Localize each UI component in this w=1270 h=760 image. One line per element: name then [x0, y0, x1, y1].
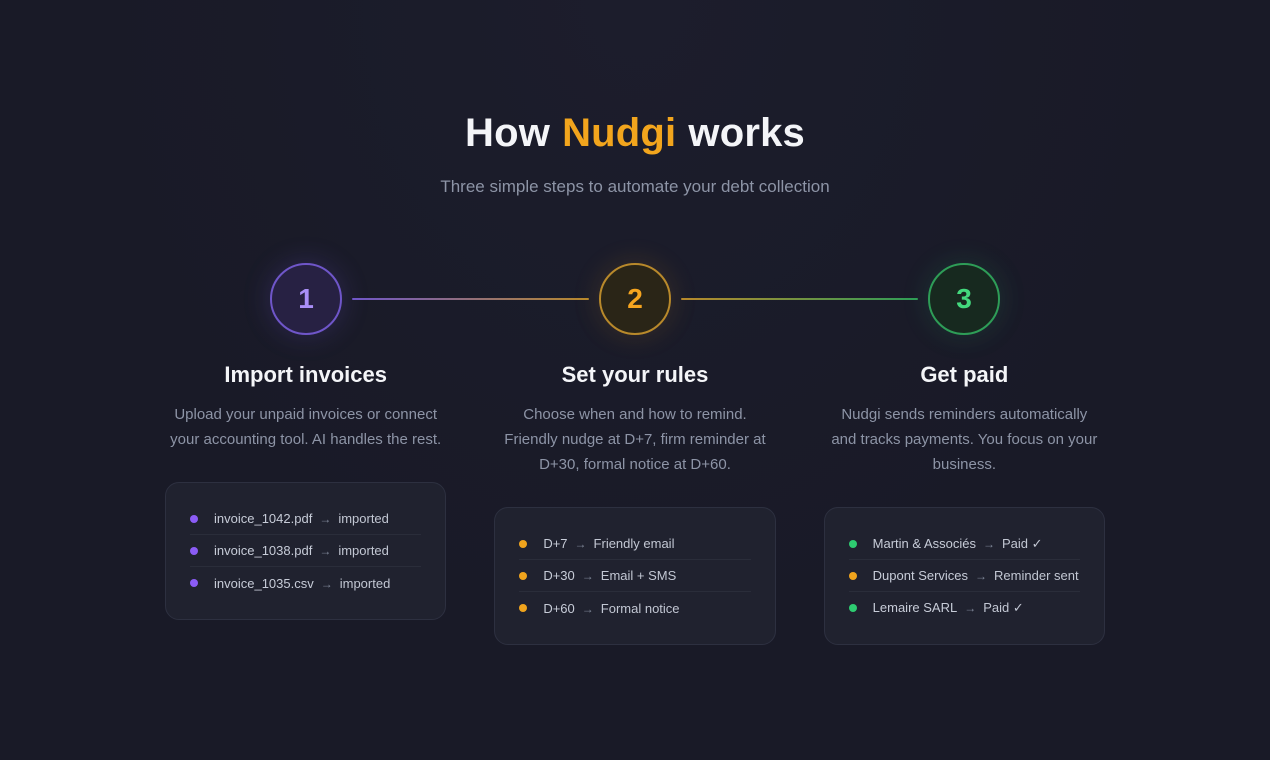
- item-status: Paid ✓: [1001, 535, 1043, 551]
- bullet-dot: [848, 539, 857, 548]
- item-name: D+60: [543, 600, 575, 616]
- step-2-card: D+7 → Friendly email D+30 → Email + SMS: [494, 507, 776, 645]
- list-item: Martin & Associés → Paid ✓: [848, 528, 1080, 560]
- bullet-dot: [519, 539, 528, 548]
- item-status: Formal notice: [600, 600, 680, 616]
- how-it-works-section: How Nudgi works Three simple steps to au…: [0, 110, 1270, 645]
- list-item: Lemaire SARL → Paid ✓: [848, 592, 1080, 624]
- step-2-title: Set your rules: [561, 362, 709, 387]
- item-name: D+7: [543, 536, 568, 551]
- step-2-column: Set your rules Choose when and how to re…: [494, 335, 776, 645]
- step-3-circle: 3: [928, 263, 1000, 335]
- step-1-circle: 1: [270, 263, 342, 335]
- step-1-card: invoice_1042.pdf → imported invoice_1038…: [165, 482, 447, 620]
- connector-step1-step2: [352, 298, 589, 300]
- list-item: invoice_1042.pdf → imported: [190, 503, 422, 535]
- item-status: Friendly email: [593, 536, 675, 551]
- item-status: imported: [338, 511, 389, 526]
- item-status: Email + SMS: [600, 568, 677, 583]
- bullet-dot: [190, 514, 198, 523]
- title-word-works: works: [688, 111, 805, 155]
- list-item: D+7 → Friendly email: [519, 528, 751, 560]
- steps-container: 1 2 3 Import invoices Upload your unpaid…: [165, 263, 1105, 645]
- item-name: invoice_1035.csv: [214, 575, 314, 591]
- arrow-icon: →: [320, 576, 333, 591]
- bullet-dot: [848, 604, 857, 612]
- step-3-title: Get paid: [920, 362, 1009, 387]
- title-word-how: How: [465, 111, 551, 155]
- step-1-title: Import invoices: [224, 362, 387, 387]
- arrow-icon: →: [581, 569, 594, 583]
- arrow-icon: →: [964, 601, 977, 615]
- bullet-dot: [519, 604, 528, 612]
- item-name: Martin & Associés: [872, 535, 976, 551]
- list-item: invoice_1035.csv → imported: [190, 567, 421, 599]
- step-3-column: Get paid Nudgi sends reminders automatic…: [823, 335, 1105, 645]
- step-1-description: Upload your unpaid invoices or connect y…: [170, 406, 442, 448]
- brand-name: Nudgi: [562, 111, 677, 155]
- connector-step2-step3: [681, 298, 918, 300]
- item-name: invoice_1038.pdf: [214, 543, 313, 558]
- page-subtitle: Three simple steps to automate your debt…: [440, 177, 830, 196]
- item-status: imported: [338, 543, 389, 558]
- step-3-card: Martin & Associés → Paid ✓ Dupont Servic…: [823, 507, 1105, 645]
- arrow-icon: →: [975, 569, 988, 583]
- bullet-dot: [519, 571, 528, 580]
- arrow-icon: →: [982, 536, 995, 551]
- item-status: imported: [339, 575, 391, 591]
- list-item: D+60 → Formal notice: [519, 592, 750, 624]
- item-status: Paid ✓: [983, 600, 1024, 615]
- bullet-dot: [848, 571, 857, 580]
- step-circles-row: 1 2 3: [165, 263, 1105, 335]
- bullet-dot: [190, 579, 198, 587]
- arrow-icon: →: [319, 544, 332, 558]
- step-2-circle: 2: [599, 263, 671, 335]
- item-name: invoice_1042.pdf: [214, 511, 313, 526]
- item-name: Dupont Services: [872, 568, 969, 583]
- step-1-column: Import invoices Upload your unpaid invoi…: [165, 335, 447, 645]
- list-item: D+30 → Email + SMS: [519, 560, 751, 592]
- item-name: Lemaire SARL: [872, 600, 958, 615]
- page-title: How Nudgi works: [0, 110, 1270, 156]
- arrow-icon: →: [574, 537, 587, 551]
- step-columns: Import invoices Upload your unpaid invoi…: [165, 335, 1105, 645]
- item-name: D+30: [543, 568, 575, 583]
- list-item: Dupont Services → Reminder sent: [848, 560, 1080, 592]
- arrow-icon: →: [319, 512, 332, 526]
- arrow-icon: →: [581, 601, 594, 616]
- item-status: Reminder sent: [994, 568, 1079, 583]
- list-item: invoice_1038.pdf → imported: [190, 535, 422, 567]
- bullet-dot: [190, 546, 198, 555]
- step-3-description: Nudgi sends reminders automatically and …: [831, 406, 1098, 473]
- step-2-description: Choose when and how to remind. Friendly …: [504, 406, 766, 473]
